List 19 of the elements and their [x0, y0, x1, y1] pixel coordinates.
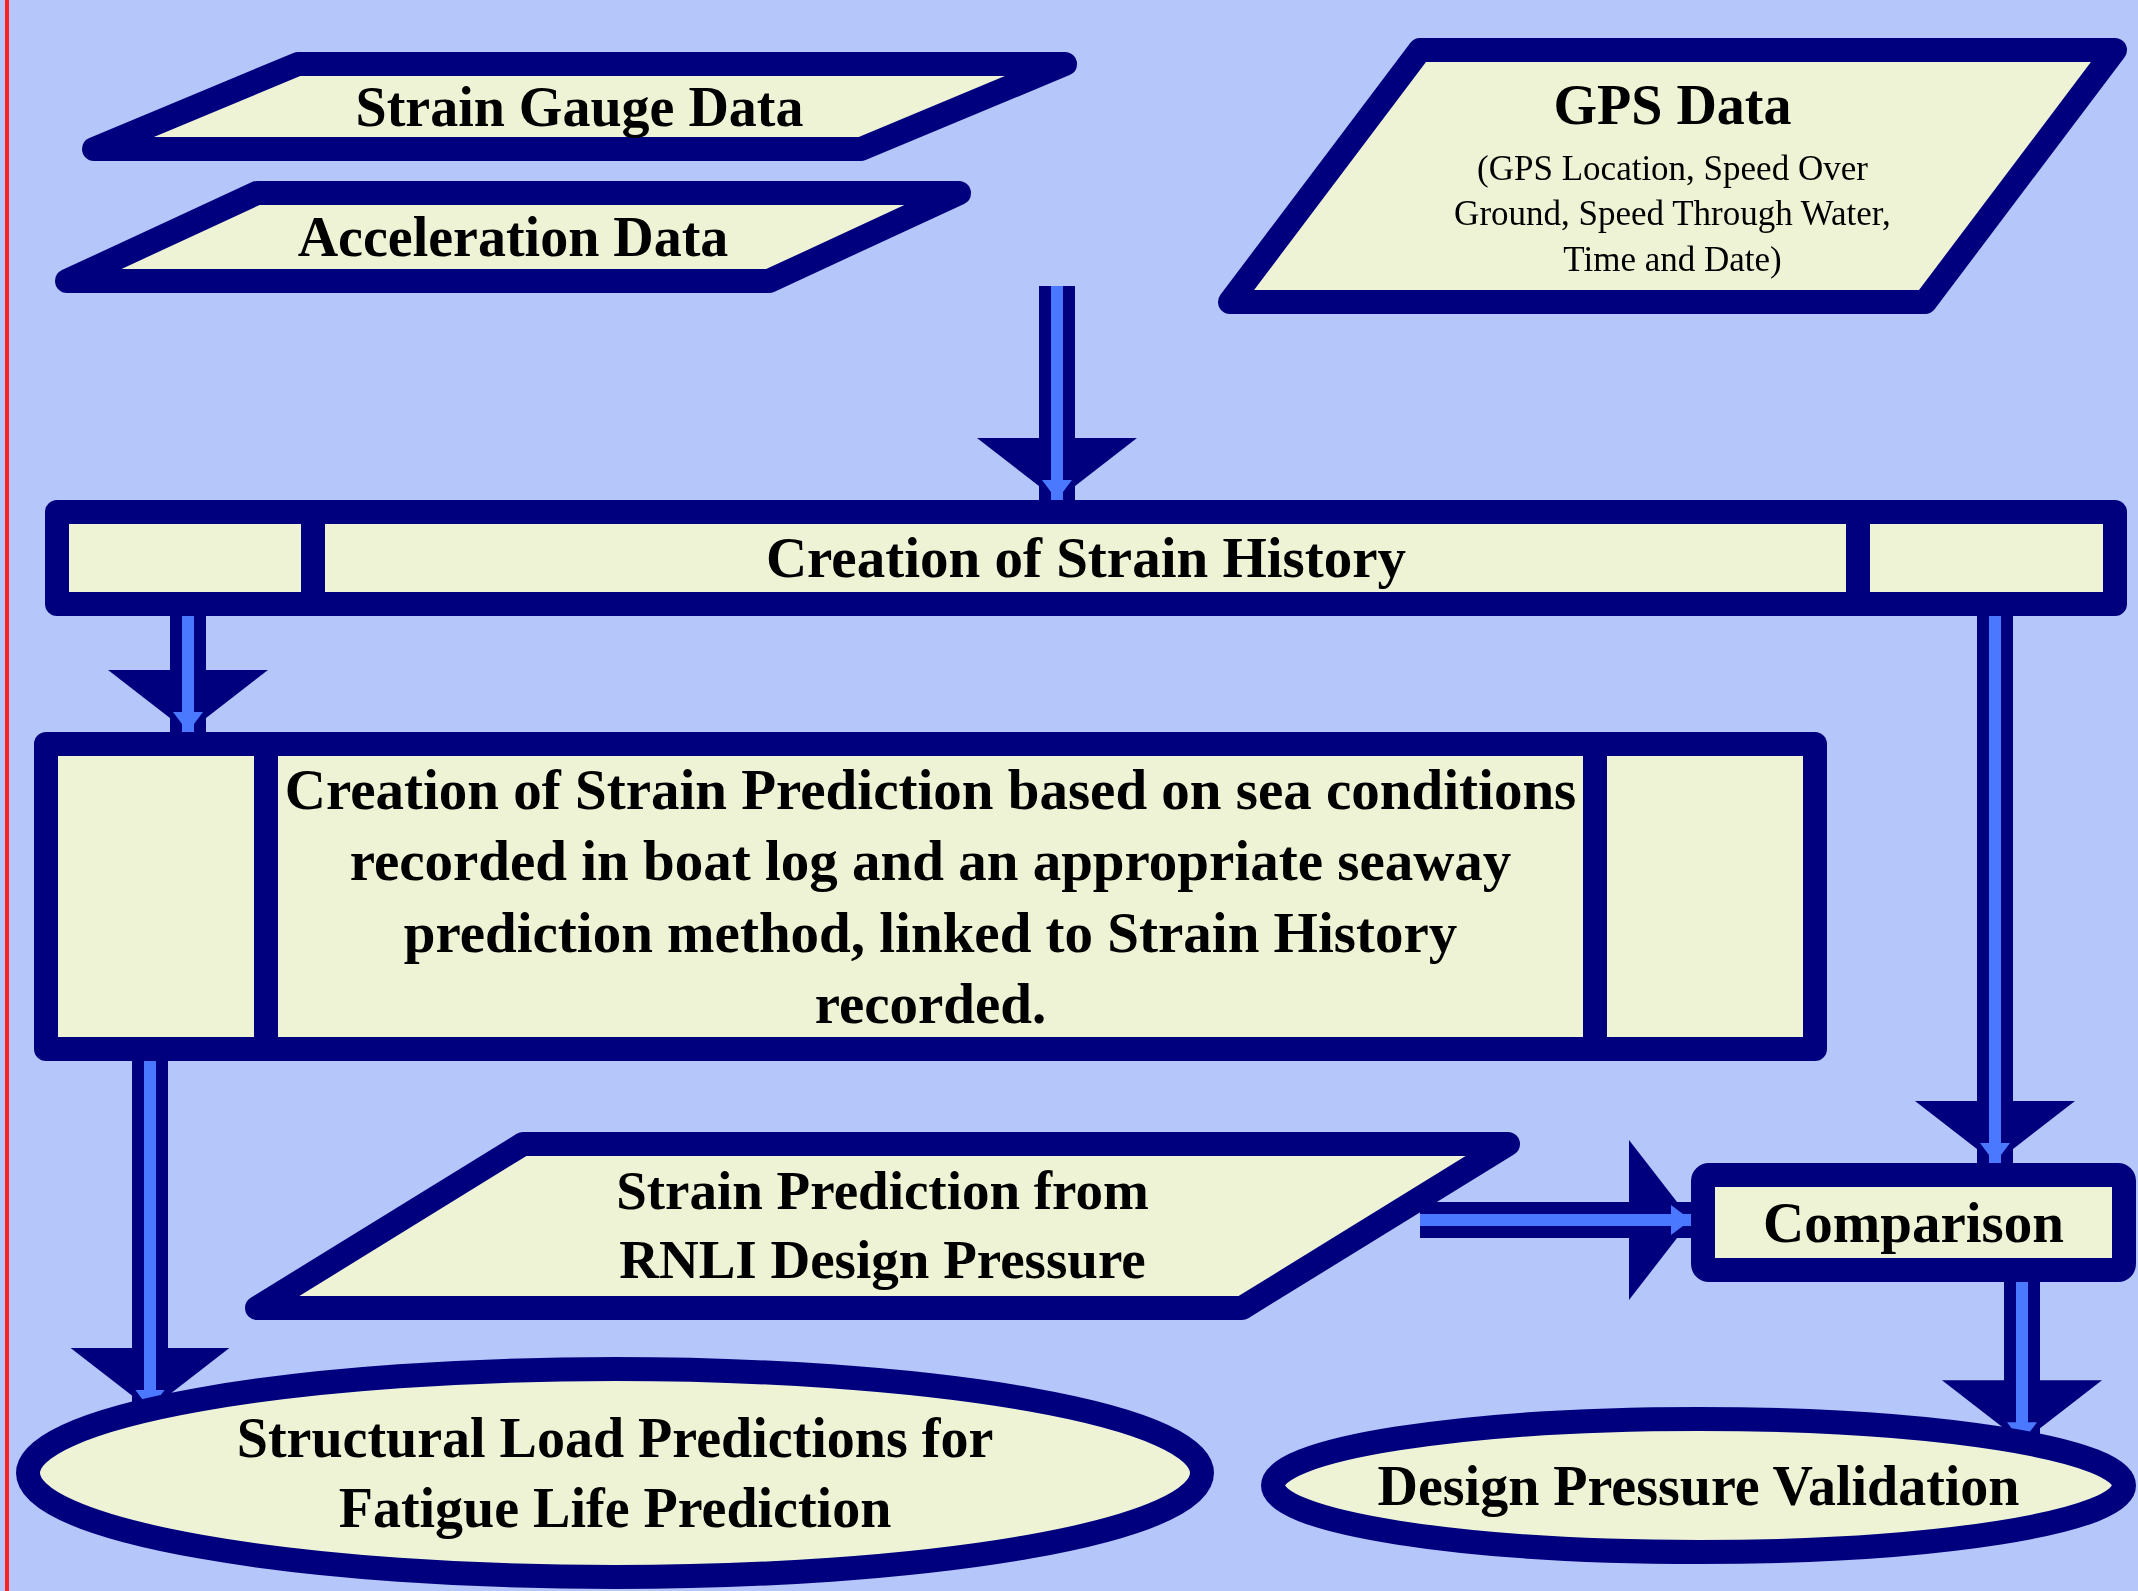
process-box — [1691, 1163, 2136, 1282]
process-box — [34, 732, 1827, 1061]
node-title: Strain Prediction from RNLI Design Pressure — [615, 1159, 1150, 1292]
node-title: Acceleration Data — [297, 205, 729, 270]
terminal-ellipse — [1261, 1407, 2136, 1564]
data-parallelogram — [1218, 38, 2127, 314]
data-parallelogram — [82, 52, 1077, 161]
data-parallelogram — [245, 1132, 1520, 1320]
node-title: Strain Gauge Data — [355, 74, 804, 140]
process-box — [45, 500, 2127, 616]
terminal-ellipse — [16, 1357, 1214, 1589]
node-title: Structural Load Predictions for Fatigue Life Prediction — [235, 1406, 995, 1541]
node-title: Creation of Strain Prediction based on sea conditions recorded in boat log and an appropriate seaway prediction method, linked to Strain History recorded. — [283, 757, 1578, 1037]
node-title: Creation of Strain History — [765, 525, 1407, 592]
node-description: (GPS Location, Speed Over Ground, Speed Through Water, Time and Date) — [1453, 147, 1892, 281]
node-title: Design Pressure Validation — [1377, 1453, 2020, 1519]
node-title: Comparison — [1763, 1189, 2064, 1256]
node-title: GPS Data — [1553, 72, 1792, 138]
data-parallelogram — [55, 181, 971, 293]
